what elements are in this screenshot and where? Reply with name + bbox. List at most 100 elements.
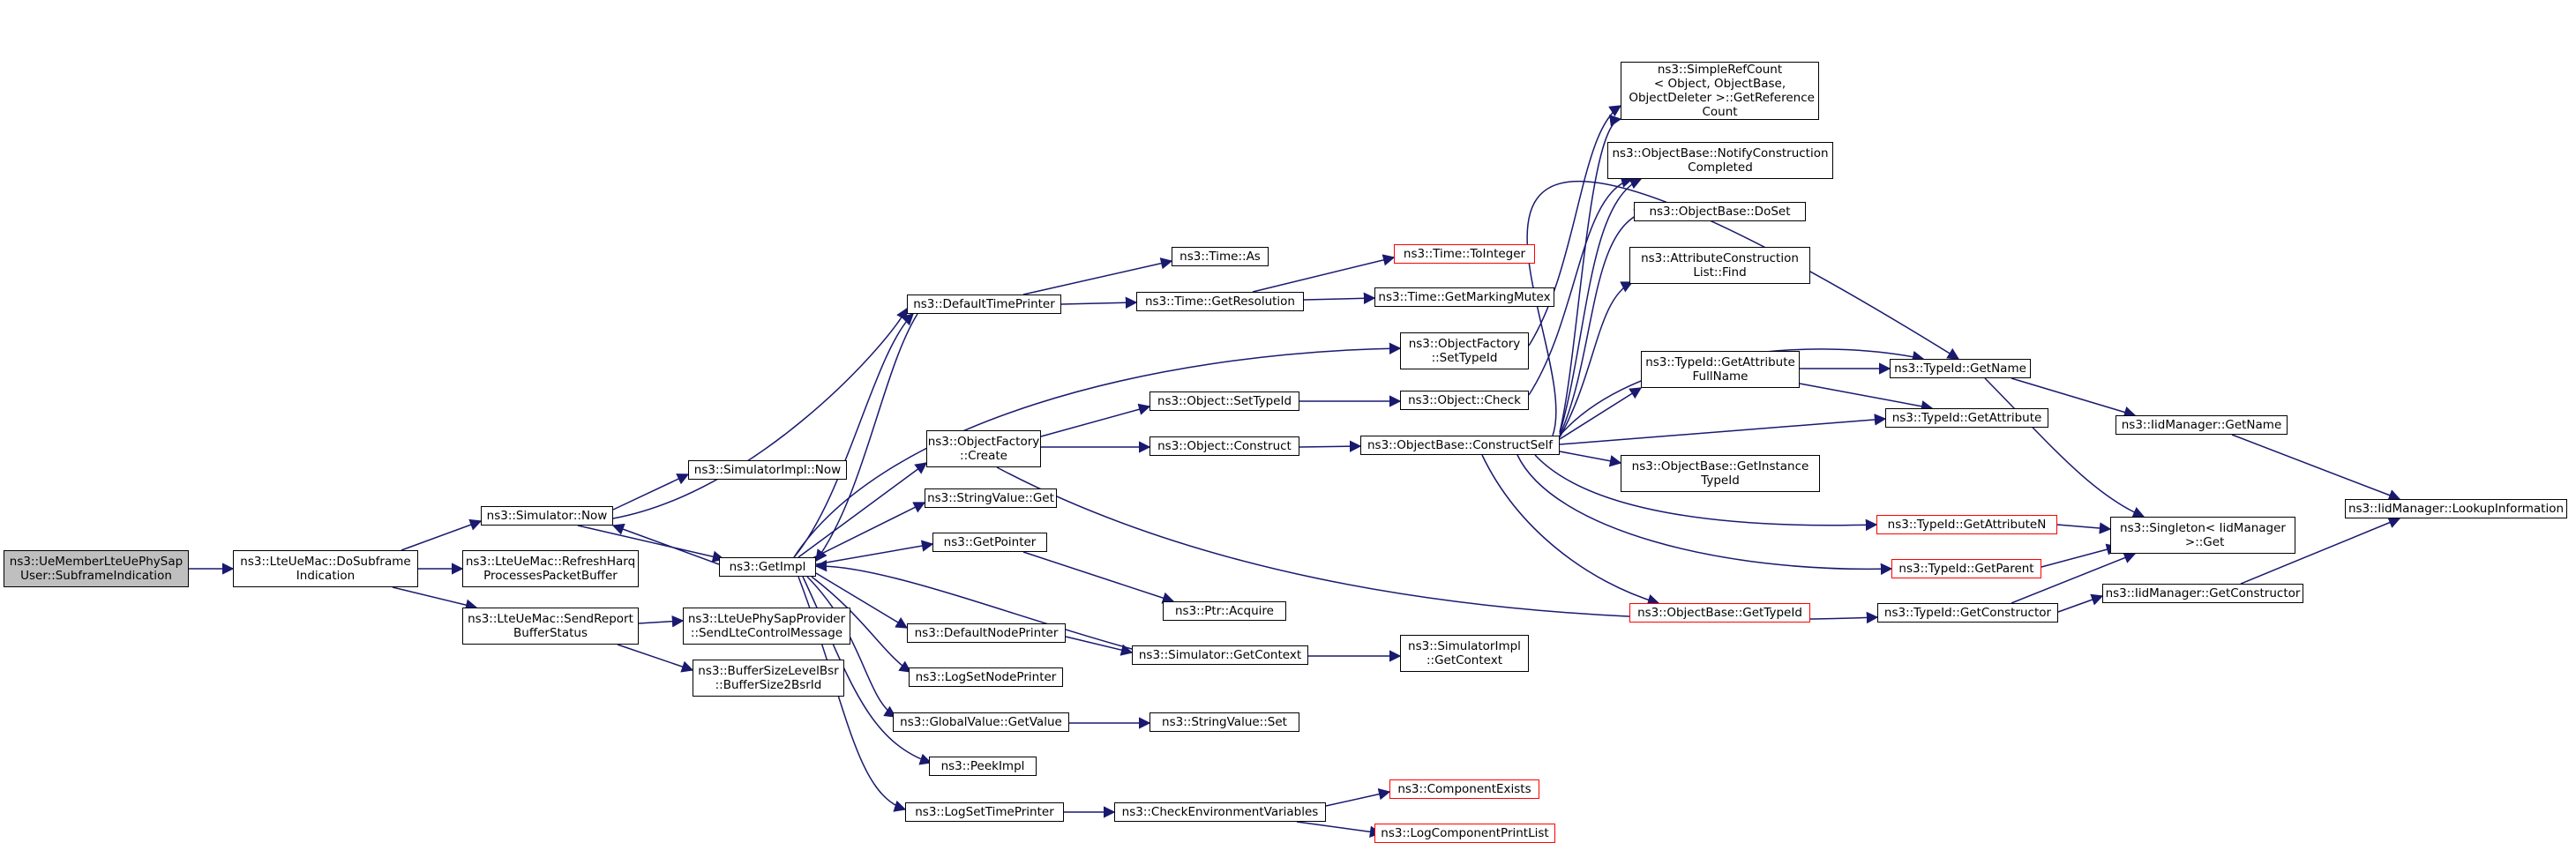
edge-constructself-getinstancetypeid <box>1559 451 1622 467</box>
node-log-set-time-printer[interactable]: ns3::LogSetTimePrinter <box>905 802 1064 822</box>
node-object-construct[interactable]: ns3::Object::Construct <box>1149 436 1299 456</box>
node-ue-member-subframe-indication: ns3::UeMemberLteUePhySap User::SubframeI… <box>4 550 189 587</box>
edge-typeidgetname-iidgetname <box>2011 377 2137 418</box>
node-iidmanager-getconstructor[interactable]: ns3::IidManager::GetConstructor <box>2102 584 2303 603</box>
edge-iidgetname-iidlookup <box>2231 434 2401 501</box>
edge-getpointer-ptracquire <box>1022 551 1175 604</box>
node-attributeconstruction-find[interactable]: ns3::AttributeConstruction List::Find <box>1629 247 1810 284</box>
edge-constructself-typeidgetattrfullname <box>1559 387 1643 440</box>
edge-constructself-attrconstructionfind <box>1559 281 1634 438</box>
node-time-as[interactable]: ns3::Time::As <box>1172 247 1269 266</box>
edge-objfactorycreate-objsettypeid <box>1040 403 1151 437</box>
edge-getimpl-getpointer <box>815 540 934 565</box>
edge-getimpl-logsetnodeprinter <box>811 576 912 673</box>
edge-sendreport-sendltecontrol <box>638 615 685 628</box>
edge-objcheck-notifyconstruction <box>1528 175 1634 396</box>
node-time-get-marking-mutex[interactable]: ns3::Time::GetMarkingMutex <box>1374 287 1554 307</box>
node-get-pointer[interactable]: ns3::GetPointer <box>932 533 1047 552</box>
node-typeid-getparent[interactable]: ns3::TypeId::GetParent <box>1891 559 2041 578</box>
node-ptr-acquire[interactable]: ns3::Ptr::Acquire <box>1163 601 1286 621</box>
node-component-exists[interactable]: ns3::ComponentExists <box>1389 779 1539 799</box>
edge-typeidgetparent-singletonget <box>2041 543 2119 568</box>
edge-constructself-simplerefcount <box>1559 115 1622 433</box>
edge-getimpl-globalvalueget <box>806 576 897 718</box>
node-stringvalue-set[interactable]: ns3::StringValue::Set <box>1149 712 1299 732</box>
node-check-environment-variables[interactable]: ns3::CheckEnvironmentVariables <box>1114 802 1326 822</box>
edge-iidgetconstructor-iidlookup <box>2240 517 2401 585</box>
node-object-set-typeid[interactable]: ns3::Object::SetTypeId <box>1149 391 1299 411</box>
node-lteuemac-dosubframe-indication[interactable]: ns3::LteUeMac::DoSubframe Indication <box>233 550 418 587</box>
node-typeid-getattributefullname[interactable]: ns3::TypeId::GetAttribute FullName <box>1641 351 1800 388</box>
node-time-get-resolution[interactable]: ns3::Time::GetResolution <box>1136 292 1304 311</box>
node-lteuemac-refresh-harq[interactable]: ns3::LteUeMac::RefreshHarq ProcessesPack… <box>462 550 639 587</box>
node-typeid-getname[interactable]: ns3::TypeId::GetName <box>1890 359 2031 378</box>
node-typeid-getattribute[interactable]: ns3::TypeId::GetAttribute <box>1885 408 2048 428</box>
edge-simnow-simimplnow <box>612 473 690 511</box>
edge-getimpl-defaulttimeprinter <box>793 313 914 558</box>
node-simplerefcount-getreferencecount[interactable]: ns3::SimpleRefCount < Object, ObjectBase… <box>1621 62 1819 120</box>
edge-constructself-typeidgetname <box>1526 180 1960 436</box>
edge-typeidgetconstructor-singletonget <box>2011 552 2137 604</box>
node-lteuemac-send-report-buffer-status[interactable]: ns3::LteUeMac::SendReport BufferStatus <box>462 608 639 645</box>
edge-typeidgetattributen-singletonget <box>2056 522 2112 534</box>
node-object-check[interactable]: ns3::Object::Check <box>1400 391 1529 410</box>
edge-timegetres-timetointeger <box>1252 254 1396 293</box>
node-simulator-now[interactable]: ns3::Simulator::Now <box>481 506 613 526</box>
node-default-time-printer[interactable]: ns3::DefaultTimePrinter <box>907 295 1061 314</box>
node-simulatorimpl-getcontext[interactable]: ns3::SimulatorImpl ::GetContext <box>1400 635 1529 672</box>
edge-checkenv-logcompprintlist <box>1296 821 1382 839</box>
node-iidmanager-lookupinformation[interactable]: ns3::IidManager::LookupInformation <box>2345 499 2567 518</box>
edge-simgetcontext-getimpl <box>814 559 1133 650</box>
edge-constructself-objbasedoset <box>1559 209 1647 436</box>
edge-constructself-typeidgetattributen <box>1534 454 1878 532</box>
node-objectbase-gettypeid[interactable]: ns3::ObjectBase::GetTypeId <box>1629 603 1810 623</box>
edge-defaulttimeprinter-timegetres <box>1060 296 1138 309</box>
edge-getimpl-defaultnodeprinter <box>815 572 909 629</box>
edge-constructself-typeidgetattribute <box>1559 414 1887 445</box>
edge-defaulttimeprinter-timeas <box>1022 257 1173 295</box>
node-typeid-getconstructor[interactable]: ns3::TypeId::GetConstructor <box>1877 603 2058 623</box>
node-simulatorimpl-now[interactable]: ns3::SimulatorImpl::Now <box>688 460 847 480</box>
edge-getimpl-simnow <box>611 523 720 565</box>
edge-getimpl-objfactorycreate <box>798 462 928 558</box>
node-iidmanager-getname[interactable]: ns3::IidManager::GetName <box>2115 415 2288 435</box>
edge-defaultnodeprinter-simgetcontext <box>1065 636 1134 656</box>
node-send-lte-control-message[interactable]: ns3::LteUePhySapProvider ::SendLteContro… <box>683 608 850 645</box>
node-objectbase-doset[interactable]: ns3::ObjectBase::DoSet <box>1634 202 1806 221</box>
edge-timegetres-timegetmarking <box>1303 292 1376 305</box>
node-simulator-getcontext[interactable]: ns3::Simulator::GetContext <box>1132 645 1308 665</box>
edge-constructself-notifyconstruction <box>1559 177 1643 435</box>
node-objectfactory-create[interactable]: ns3::ObjectFactory ::Create <box>926 430 1041 467</box>
node-objectfactory-settypeid[interactable]: ns3::ObjectFactory ::SetTypeId <box>1400 332 1529 369</box>
edge-constructself-objbasegettypeid <box>1481 454 1660 606</box>
node-globalvalue-getvalue[interactable]: ns3::GlobalValue::GetValue <box>893 712 1069 732</box>
edge-checkenv-componentexists <box>1325 788 1391 807</box>
edge-simnow-getimpl <box>577 525 725 563</box>
edge-typeidgetconstructor-iidgetconstructor <box>2057 593 2104 613</box>
node-objectbase-getinstancetypeid[interactable]: ns3::ObjectBase::GetInstance TypeId <box>1621 455 1820 492</box>
edge-constructself-typeidgetparent <box>1516 454 1893 576</box>
node-buffersize-2-bsrid[interactable]: ns3::BufferSizeLevelBsr ::BufferSize2Bsr… <box>693 660 844 697</box>
edge-typeidgetname-singletonget <box>1984 377 2145 518</box>
edge-sendreport-buffersize <box>617 644 694 673</box>
edge-objconstruct-constructself <box>1299 440 1362 452</box>
node-default-node-printer[interactable]: ns3::DefaultNodePrinter <box>907 623 1066 643</box>
node-log-component-print-list[interactable]: ns3::LogComponentPrintList <box>1374 824 1555 843</box>
node-getimpl[interactable]: ns3::GetImpl <box>719 557 816 577</box>
node-time-tointeger[interactable]: ns3::Time::ToInteger <box>1394 244 1535 264</box>
edge-dosubframe-simnow <box>401 518 483 551</box>
edge-simnow-defaulttimeprinter <box>612 307 908 519</box>
node-stringvalue-get[interactable]: ns3::StringValue::Get <box>925 488 1057 508</box>
node-log-set-node-printer[interactable]: ns3::LogSetNodePrinter <box>909 667 1063 687</box>
node-objectbase-notify-construction[interactable]: ns3::ObjectBase::NotifyConstruction Comp… <box>1607 142 1833 179</box>
node-peek-impl[interactable]: ns3::PeekImpl <box>929 757 1037 776</box>
node-singleton-iidmanager-get[interactable]: ns3::Singleton< IidManager >::Get <box>2110 517 2295 554</box>
edge-ofsettypeid-simplerefcount <box>1528 105 1622 347</box>
node-objectbase-constructself[interactable]: ns3::ObjectBase::ConstructSelf <box>1360 436 1560 455</box>
edge-defaulttimeprinter-getimpl <box>815 313 918 563</box>
edge-getimpl-ofsettypeid <box>793 342 1402 558</box>
edge-typeidgetattrfullname-typeidgetattribute <box>1799 383 1934 413</box>
node-typeid-getattributen[interactable]: ns3::TypeId::GetAttributeN <box>1876 515 2057 534</box>
